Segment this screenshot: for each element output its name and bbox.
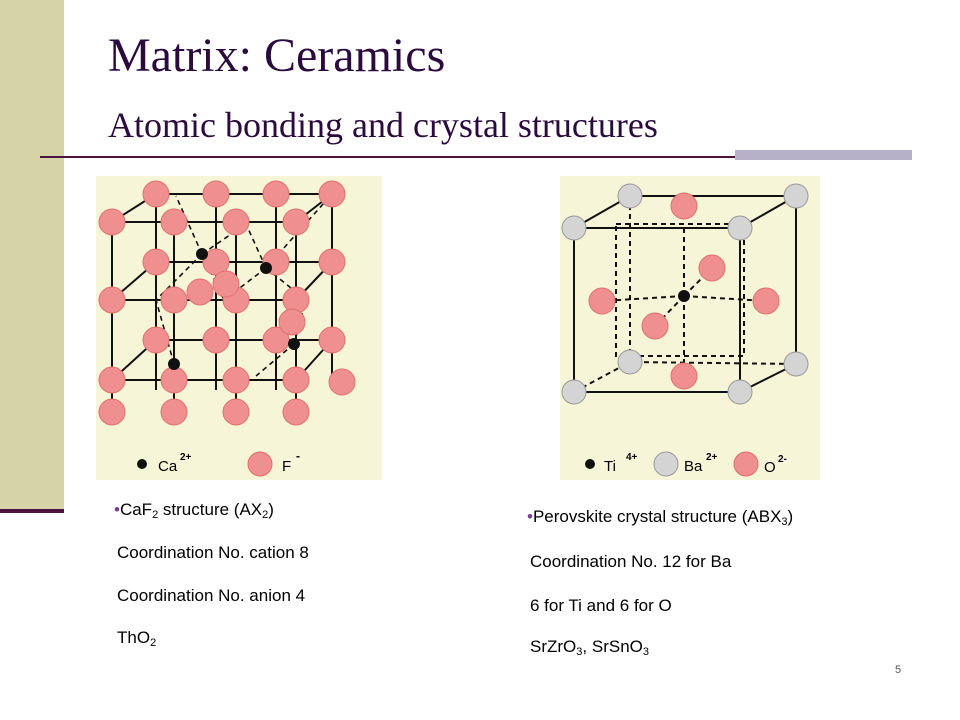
oxygen-ion (670, 192, 698, 220)
fluoride-ion (98, 286, 126, 314)
fluoride-ion (160, 286, 188, 314)
ba-coordination-line: Coordination No. 12 for Ba (530, 552, 732, 571)
bullet-icon: • (114, 500, 120, 519)
left-accent-bar (0, 0, 64, 512)
f-legend-charge: - (296, 449, 300, 463)
caf2-structure-diagram: Ca 2+ F - (98, 180, 356, 477)
oxygen-ion (641, 312, 669, 340)
perovskite-structure-diagram: Ti 4+ Ba 2+ O 2- (561, 183, 809, 477)
barium-ion (617, 183, 643, 209)
fluoride-ion (160, 208, 188, 236)
fluoride-ion (202, 326, 230, 354)
perovskite-structure-figure: Ti 4+ Ba 2+ O 2- (560, 176, 820, 480)
example-compounds-line: SrZrO3, SrSnO3 (530, 637, 649, 658)
accent-bar-underline (0, 509, 64, 513)
ti-legend-label: Ti (604, 458, 616, 475)
oxygen-ion (752, 287, 780, 315)
fluoride-ion (318, 180, 346, 208)
bond-line (175, 195, 203, 255)
fluoride-ion (282, 366, 310, 394)
bond-line (155, 299, 175, 365)
fluoride-ion (186, 278, 214, 306)
o-legend-marker (733, 451, 759, 477)
fluoride-ion (98, 398, 126, 426)
fluoride-ion (160, 366, 188, 394)
oxygen-ion (698, 254, 726, 282)
fluoride-ion (142, 248, 170, 276)
titanium-ion (678, 290, 690, 302)
fluoride-ion (318, 326, 346, 354)
calcium-ion (260, 262, 272, 274)
oxygen-ion (588, 287, 616, 315)
bond-line (245, 223, 267, 269)
page-number: 5 (895, 664, 902, 676)
perovskite-structure-line: •Perovskite crystal structure (ABX3) (527, 507, 794, 528)
o-legend-charge: 2- (778, 454, 787, 465)
fluoride-ion (222, 366, 250, 394)
fluoride-ion (282, 398, 310, 426)
ca-legend-label: Ca (158, 458, 178, 475)
fluoride-ion (328, 368, 356, 396)
cation-coordination-line: Coordination No. cation 8 (117, 543, 309, 562)
fluoride-ion (278, 308, 306, 336)
fluoride-ion (262, 180, 290, 208)
fluoride-ion (222, 208, 250, 236)
caf2-structure-figure: Ca 2+ F - (96, 176, 382, 480)
ca-legend-charge: 2+ (180, 452, 192, 463)
fluoride-ion (282, 208, 310, 236)
fluoride-ion (282, 286, 310, 314)
ba-legend-charge: 2+ (706, 452, 718, 463)
barium-ion (561, 379, 587, 405)
ba-legend-marker (653, 451, 679, 477)
ti-legend-charge: 4+ (626, 452, 638, 463)
fluoride-ion (222, 398, 250, 426)
calcium-ion (196, 248, 208, 260)
barium-ion (783, 351, 809, 377)
calcium-ion (168, 358, 180, 370)
fluoride-ion (160, 398, 188, 426)
f-legend-marker (247, 451, 273, 477)
barium-ion (783, 183, 809, 209)
oxygen-ion (670, 362, 698, 390)
fluoride-ion (98, 366, 126, 394)
barium-ion (617, 349, 643, 375)
barium-ion (561, 215, 587, 241)
caf2-structure-line: •CaF2 structure (AX2) (114, 500, 274, 521)
f-legend-label: F (282, 458, 291, 475)
example-compound-line: ThO2 (117, 628, 157, 649)
fluoride-ion (142, 180, 170, 208)
barium-ion (727, 379, 753, 405)
bullet-icon: • (527, 507, 533, 526)
ti-legend-marker (585, 459, 595, 469)
perovskite-description: •Perovskite crystal structure (ABX3) Coo… (527, 507, 927, 667)
anion-coordination-line: Coordination No. anion 4 (117, 586, 306, 605)
slide-title: Matrix: Ceramics (108, 29, 446, 82)
title-divider-accent (735, 150, 912, 160)
fluoride-ion (98, 208, 126, 236)
barium-ion (727, 215, 753, 241)
ti-o-coordination-line: 6 for Ti and 6 for O (530, 596, 672, 615)
fluoride-ion (142, 326, 170, 354)
calcium-ion (288, 338, 300, 350)
o-legend-label: O (764, 459, 776, 476)
fluoride-ion (212, 270, 240, 298)
slide-subtitle: Atomic bonding and crystal structures (108, 105, 658, 145)
caf2-description: •CaF2 structure (AX2) Coordination No. c… (114, 500, 414, 660)
title-divider (40, 156, 910, 158)
fluoride-ion (318, 248, 346, 276)
ba-legend-label: Ba (684, 458, 703, 475)
fluoride-ion (202, 180, 230, 208)
ca-legend-marker (137, 459, 147, 469)
fluoride-ion (262, 326, 290, 354)
